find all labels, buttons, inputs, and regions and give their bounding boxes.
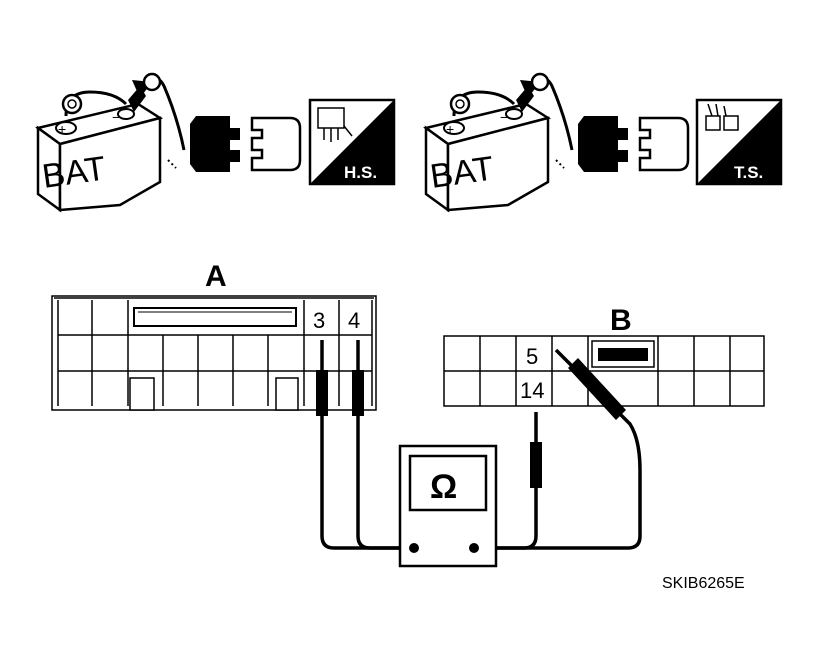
probe-b-pin-14 [530, 442, 542, 488]
svg-text:−: − [500, 109, 508, 125]
ts-label: T.S. [734, 163, 763, 182]
battery-label: BAT [40, 149, 108, 195]
battery-disconnect-icon-2: + − BAT [423, 72, 574, 213]
ohmmeter-symbol: Ω [430, 468, 457, 506]
connector-b-pin-14: 14 [520, 378, 544, 403]
hs-label: H.S. [344, 163, 377, 182]
test-leads [320, 340, 642, 550]
probe-a-pin-3 [316, 370, 328, 416]
probe-a-pin-4 [352, 370, 364, 416]
probe-b-pin-5 [568, 358, 626, 420]
battery-disconnect-icon-1: + − BAT [35, 72, 186, 213]
harness-side-icon: H.S. [308, 98, 396, 186]
terminal-side-icon: T.S. [695, 98, 783, 186]
svg-text:−: − [112, 109, 120, 125]
connector-b-pin-5: 5 [526, 344, 538, 369]
battery-label-2: BAT [428, 149, 496, 195]
connector-disconnect-icon-1 [190, 116, 302, 172]
connector-disconnect-icon-2 [578, 116, 690, 172]
svg-text:+: + [446, 121, 454, 137]
connector-b-label: B [610, 304, 632, 337]
connector-a [51, 295, 377, 411]
svg-text:+: + [58, 121, 66, 137]
connector-a-pin-3: 3 [313, 308, 325, 333]
ohmmeter-icon [398, 444, 498, 568]
connector-a-label: A [205, 260, 227, 293]
connector-a-pin-4: 4 [348, 308, 360, 333]
figure-code: SKIB6265E [662, 575, 745, 592]
